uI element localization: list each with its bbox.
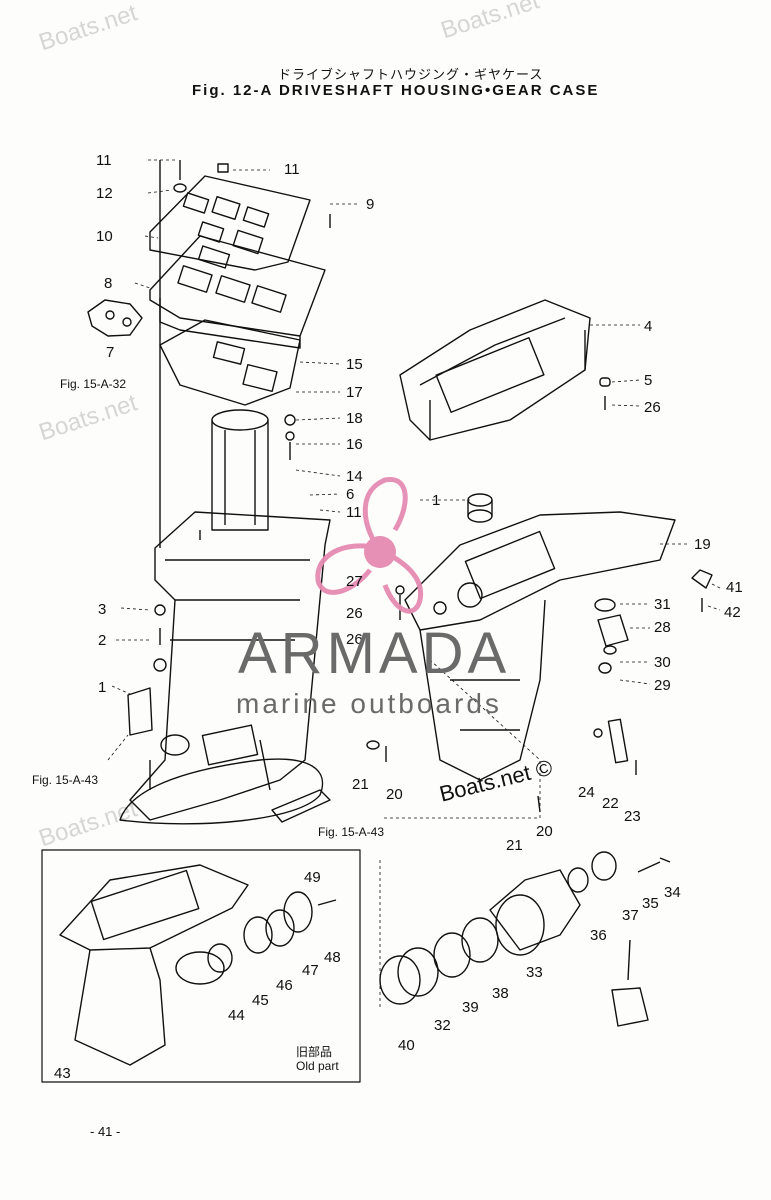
part-label: 43 [54, 1065, 71, 1082]
adapter-plate-8 [149, 235, 326, 337]
part-label: 24 [578, 784, 595, 801]
part-label: 11 [346, 504, 362, 521]
part-label: 21 [352, 776, 369, 793]
part-label: 5 [644, 372, 652, 389]
part-label: 48 [324, 949, 341, 966]
part-label: 30 [654, 654, 671, 671]
part-label: 17 [346, 384, 363, 401]
part-label: 6 [346, 486, 354, 503]
part-label: 22 [602, 795, 619, 812]
part-label: 9 [366, 196, 374, 213]
page-title: Fig. 12-A DRIVESHAFT HOUSING•GEAR CASE [192, 82, 600, 99]
old-gear-case-43 [59, 864, 249, 951]
part-label: 27 [346, 573, 363, 590]
part-label: 2 [98, 632, 106, 649]
part-label: 7 [106, 344, 114, 361]
part-label: 19 [694, 536, 711, 553]
part-label: 8 [104, 275, 112, 292]
part-label: 20 [536, 823, 553, 840]
part-label: 29 [654, 677, 671, 694]
part-label: 14 [346, 468, 363, 485]
part-label: 26 [346, 605, 363, 622]
part-label: 1 [432, 492, 440, 509]
part-number-labels: 11 12 10 8 7 11 9 15 17 18 16 14 6 11 4 … [54, 152, 743, 1082]
brand-name: ARMADA [238, 621, 511, 686]
cross-reference: Fig. 15-A-43 [32, 773, 98, 787]
part-label: 23 [624, 808, 641, 825]
brand-tagline: marine outboards [236, 688, 502, 719]
part-label: 4 [644, 318, 652, 335]
part-label: 45 [252, 992, 269, 1009]
gasket-15 [159, 319, 301, 406]
part-label: 36 [590, 927, 607, 944]
part-label: 11 [284, 161, 300, 178]
part-label: 34 [664, 884, 681, 901]
part-label: 12 [96, 185, 113, 202]
part-label: 46 [276, 977, 293, 994]
part-label: 15 [346, 356, 363, 373]
part-label: 38 [492, 985, 509, 1002]
lower-casing-19 [404, 511, 676, 631]
part-label: 47 [302, 962, 319, 979]
part-label: 44 [228, 1007, 245, 1024]
cross-reference: Fig. 15-A-43 [318, 825, 384, 839]
cross-reference: Fig. 15-A-32 [60, 377, 126, 391]
part-label: 20 [386, 786, 403, 803]
japanese-title: ドライブシャフトハウジング・ギヤケース [278, 68, 544, 83]
part-7 [87, 299, 143, 337]
part-label: 28 [654, 619, 671, 636]
upper-casing-4 [399, 299, 591, 441]
part-label: 10 [96, 228, 113, 245]
part-label: 26 [644, 399, 661, 416]
prop-shaft-housing-33 [489, 869, 581, 951]
part-label: 16 [346, 436, 363, 453]
part-label: 18 [346, 410, 363, 427]
armada-logo [315, 477, 424, 614]
gasket-10 [149, 175, 311, 271]
old-part-label: Old part [296, 1059, 339, 1073]
part-label: 3 [98, 601, 106, 618]
part-label: 11 [96, 152, 112, 169]
part-label: 26 [346, 631, 363, 648]
part-label: 40 [398, 1037, 415, 1054]
part-label: 31 [654, 596, 671, 613]
part-label: 35 [642, 895, 659, 912]
page-number: - 41 - [90, 1124, 121, 1139]
part-label: 1 [98, 679, 106, 696]
part-label: 41 [726, 579, 743, 596]
part-label: 32 [434, 1017, 451, 1034]
part-label: 21 [506, 837, 523, 854]
part-label: 39 [462, 999, 479, 1016]
part-label: 33 [526, 964, 543, 981]
part-label: 42 [724, 604, 741, 621]
exhaust-tube-14 [211, 420, 269, 531]
part-label: 49 [304, 869, 321, 886]
part-label: 37 [622, 907, 639, 924]
old-part-mark: 旧部品 [296, 1044, 332, 1059]
